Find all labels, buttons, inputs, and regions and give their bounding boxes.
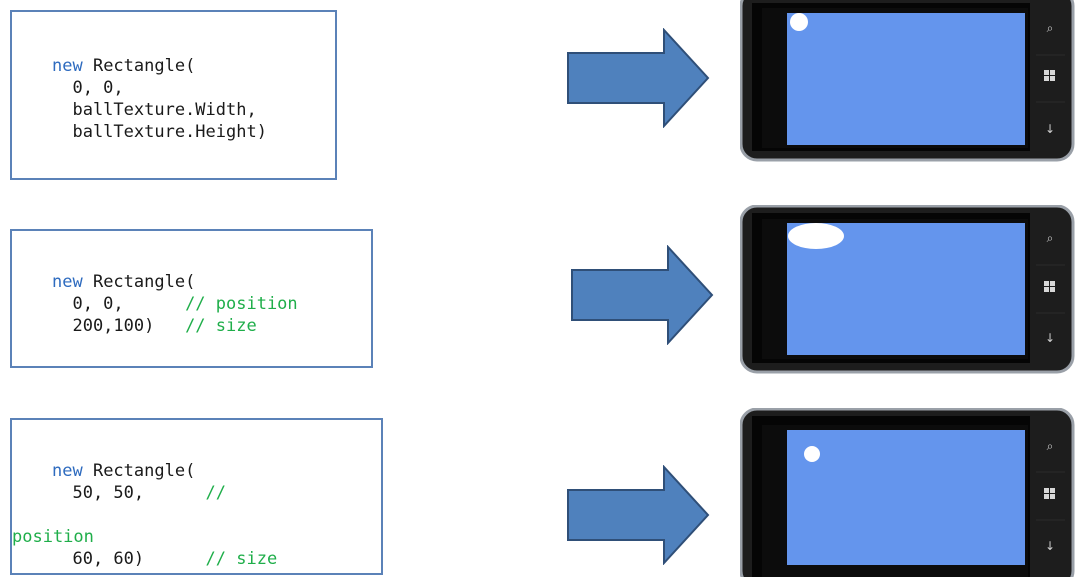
windows-icon bbox=[1044, 281, 1055, 292]
phone-emulator-3: ⌕ ↓ bbox=[740, 408, 1075, 577]
code-comment-wrap: position bbox=[12, 527, 94, 547]
windows-icon bbox=[1044, 70, 1055, 81]
right-arrow-3 bbox=[567, 465, 710, 565]
right-arrow-2 bbox=[571, 245, 714, 345]
windows-icon bbox=[1044, 488, 1055, 499]
back-icon: ↓ bbox=[1045, 331, 1055, 345]
back-icon: ↓ bbox=[1045, 539, 1055, 553]
code-line: ballTexture.Height) bbox=[52, 122, 267, 142]
code-line: 0, 0, bbox=[52, 294, 124, 314]
back-icon: ↓ bbox=[1045, 122, 1055, 136]
code-line: 50, 50, bbox=[52, 483, 145, 503]
keyword-new: new bbox=[52, 272, 83, 292]
phone-emulator-2: ⌕ ↓ bbox=[740, 205, 1075, 374]
code-comment: // size bbox=[154, 316, 257, 336]
code-line: 0, 0, bbox=[52, 78, 124, 98]
code-box-1: new Rectangle( 0, 0, ballTexture.Width, … bbox=[10, 10, 337, 180]
code-comment: // position bbox=[123, 294, 298, 314]
code-box-2: new Rectangle( 0, 0, // position 200,100… bbox=[10, 229, 373, 368]
ball-sprite-1 bbox=[790, 13, 808, 31]
code-line: Rectangle( bbox=[82, 56, 196, 76]
search-icon: ⌕ bbox=[1047, 439, 1054, 453]
code-line: ballTexture.Width, bbox=[52, 100, 257, 120]
code-snippet-3-tail: 60, 60) // size bbox=[52, 548, 277, 570]
code-comment: // bbox=[144, 483, 227, 503]
code-comment: // size bbox=[144, 549, 278, 569]
screen-3 bbox=[787, 430, 1025, 565]
code-snippet-3: new Rectangle( 50, 50, // bbox=[52, 460, 226, 504]
code-snippet-1: new Rectangle( 0, 0, ballTexture.Width, … bbox=[52, 55, 267, 143]
right-arrow-1 bbox=[567, 28, 710, 128]
screen-1 bbox=[787, 13, 1025, 145]
search-icon: ⌕ bbox=[1047, 21, 1054, 35]
search-icon: ⌕ bbox=[1047, 231, 1054, 245]
phone-emulator-1: ⌕ ↓ bbox=[740, 0, 1075, 162]
keyword-new: new bbox=[52, 56, 83, 76]
code-box-3: new Rectangle( 50, 50, // position 60, 6… bbox=[10, 418, 383, 575]
keyword-new: new bbox=[52, 461, 83, 481]
code-line: 60, 60) bbox=[52, 549, 145, 569]
code-line: Rectangle( bbox=[82, 461, 196, 481]
ball-sprite-3 bbox=[804, 446, 820, 462]
ball-sprite-2 bbox=[788, 223, 844, 249]
code-snippet-2: new Rectangle( 0, 0, // position 200,100… bbox=[52, 271, 298, 337]
code-line: 200,100) bbox=[52, 316, 155, 336]
code-line: Rectangle( bbox=[82, 272, 196, 292]
